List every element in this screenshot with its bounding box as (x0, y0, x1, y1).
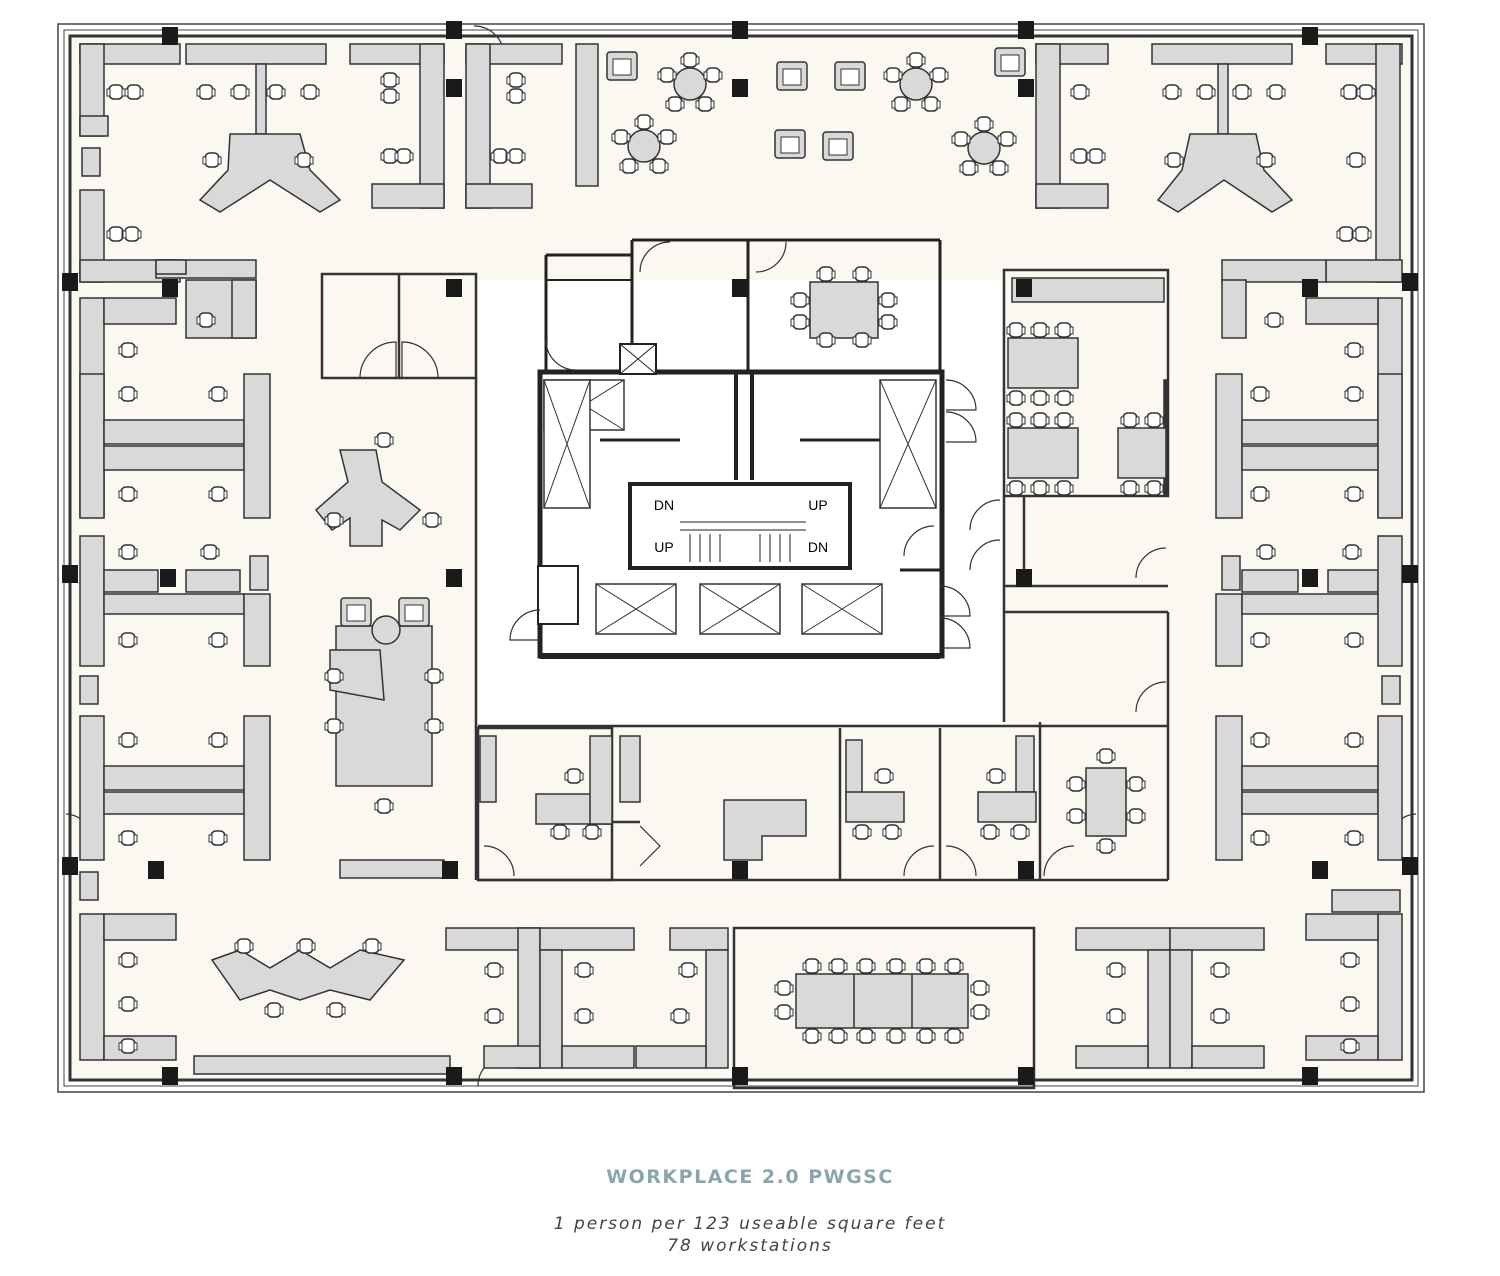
stair-label-up-top: UP (808, 497, 827, 513)
stair-label-up-bottom: UP (654, 539, 673, 555)
stair-label-dn-top: DN (654, 497, 674, 513)
tables (795, 281, 1167, 1029)
elevator-icon (595, 583, 883, 635)
plan-workstation-count: 78 workstations (667, 1236, 833, 1256)
round-table-icon (340, 47, 1026, 645)
workstations (79, 43, 1403, 1075)
stair-icon (680, 521, 806, 562)
stair-label-dn-bottom: DN (808, 539, 828, 555)
plan-title: WORKPLACE 2.0 PWGSC (606, 1166, 894, 1188)
plan-density-note: 1 person per 123 useable square feet (553, 1214, 947, 1234)
building-core: DN UP UP DN (478, 238, 1002, 726)
